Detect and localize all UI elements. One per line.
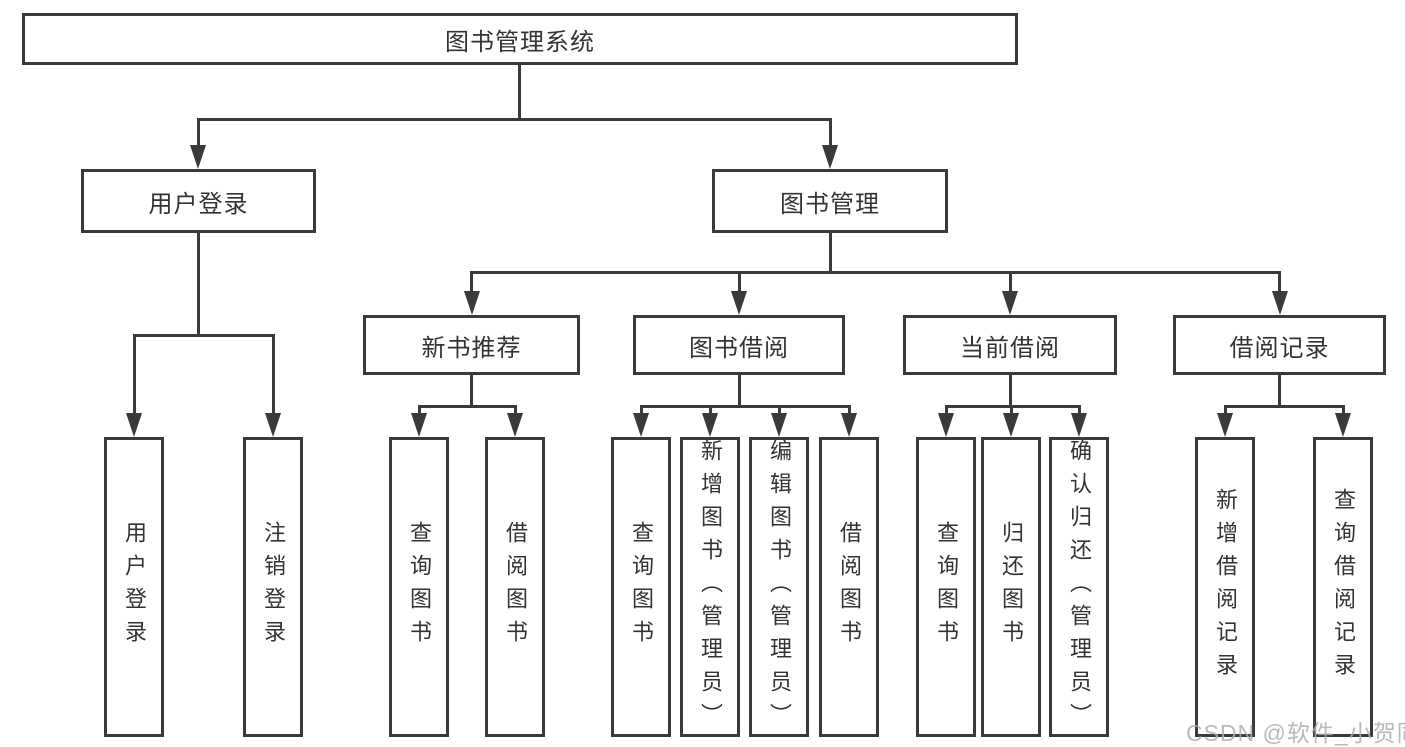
leaf-query-books-current: 查询图书 [916, 437, 976, 737]
leaf-edit-book-admin: 编辑图书（管理员） [749, 437, 809, 737]
connector-line [470, 375, 473, 408]
node-current-borrow-label: 当前借阅 [960, 334, 1060, 362]
connector-line [514, 405, 517, 417]
connector-line [1224, 405, 1227, 417]
connector-line [470, 271, 1281, 274]
leaf-query-books-borrow: 查询图书 [611, 437, 671, 737]
arrow-down-icon [938, 413, 954, 437]
connector-line [829, 118, 832, 150]
connector-line [1342, 405, 1345, 417]
connector-line [518, 63, 521, 121]
leaf-borrow-books: 借阅图书 [819, 437, 879, 737]
connector-line [418, 405, 517, 408]
connector-line [1078, 405, 1081, 417]
leaf-return-book: 归还图书 [981, 437, 1041, 737]
node-book-management: 图书管理 [712, 169, 948, 233]
arrow-down-icon [633, 413, 649, 437]
arrow-down-icon [822, 145, 838, 169]
leaf-confirm-return-admin-label: 确认归还（管理员） [1067, 438, 1092, 736]
connector-line [778, 405, 781, 417]
leaf-add-borrow-record-label: 新增借阅记录 [1213, 488, 1238, 686]
leaf-add-book-admin-label: 新增图书（管理员） [698, 438, 723, 736]
arrow-down-icon [464, 291, 480, 315]
connector-line [197, 118, 200, 150]
node-user-login-label: 用户登录 [148, 190, 249, 218]
connector-line [640, 405, 643, 417]
leaf-query-borrow-record: 查询借阅记录 [1313, 437, 1373, 737]
connector-line [197, 118, 832, 121]
connector-line [470, 271, 473, 293]
connector-line [1009, 375, 1012, 408]
connector-line [133, 334, 275, 337]
arrow-down-icon [1002, 291, 1018, 315]
leaf-confirm-return-admin: 确认归还（管理员） [1049, 437, 1109, 737]
watermark: CSDN @软件_小贺同学 [1186, 720, 1405, 746]
arrow-down-icon [126, 413, 142, 437]
node-root-label: 图书管理系统 [445, 28, 595, 56]
connector-line [945, 405, 948, 417]
arrow-down-icon [1217, 413, 1233, 437]
connector-line [738, 375, 741, 408]
node-root: 图书管理系统 [22, 13, 1018, 65]
leaf-user-login-label: 用户登录 [122, 521, 147, 653]
leaf-logout-label: 注销登录 [261, 521, 286, 653]
leaf-add-borrow-record: 新增借阅记录 [1195, 437, 1255, 737]
node-borrow-records-label: 借阅记录 [1229, 334, 1330, 362]
arrow-down-icon [771, 413, 787, 437]
connector-line [1278, 271, 1281, 293]
node-book-borrow: 图书借阅 [633, 315, 845, 375]
leaf-borrow-books-label: 借阅图书 [837, 521, 862, 653]
connector-line [709, 405, 712, 417]
arrow-down-icon [1071, 413, 1087, 437]
leaf-edit-book-admin-label: 编辑图书（管理员） [767, 438, 792, 736]
node-book-management-label: 图书管理 [780, 190, 880, 218]
node-current-borrow: 当前借阅 [903, 315, 1117, 375]
connector-line [1009, 271, 1012, 293]
arrow-down-icon [1335, 413, 1351, 437]
arrow-down-icon [507, 413, 523, 437]
arrow-down-icon [731, 291, 747, 315]
leaf-query-books-borrow-label: 查询图书 [629, 521, 654, 653]
leaf-borrow-books-recommend: 借阅图书 [485, 437, 545, 737]
leaf-return-book-label: 归还图书 [999, 521, 1024, 653]
arrow-down-icon [841, 413, 857, 437]
node-borrow-records: 借阅记录 [1173, 315, 1386, 375]
leaf-logout: 注销登录 [243, 437, 303, 737]
leaf-query-borrow-record-label: 查询借阅记录 [1331, 488, 1356, 686]
leaf-query-books-current-label: 查询图书 [934, 521, 959, 653]
leaf-query-books-recommend: 查询图书 [389, 437, 449, 737]
connector-line [640, 405, 851, 408]
arrow-down-icon [1272, 291, 1288, 315]
arrow-down-icon [1003, 413, 1019, 437]
leaf-borrow-books-recommend-label: 借阅图书 [503, 521, 528, 653]
connector-line [1278, 375, 1281, 408]
connector-line [272, 334, 275, 415]
leaf-add-book-admin: 新增图书（管理员） [680, 437, 740, 737]
arrow-down-icon [265, 413, 281, 437]
arrow-down-icon [190, 145, 206, 169]
connector-line [829, 233, 832, 274]
connector-line [848, 405, 851, 417]
connector-line [1010, 405, 1013, 417]
arrow-down-icon [702, 413, 718, 437]
connector-line [197, 233, 200, 336]
arrow-down-icon [411, 413, 427, 437]
node-new-book-recommend: 新书推荐 [363, 315, 580, 375]
connector-line [133, 334, 136, 415]
node-new-book-recommend-label: 新书推荐 [421, 334, 522, 362]
connector-line [945, 405, 1081, 408]
leaf-query-books-recommend-label: 查询图书 [407, 521, 432, 653]
connector-line [738, 271, 741, 293]
connector-line [418, 405, 421, 417]
connector-line [1224, 405, 1345, 408]
node-user-login: 用户登录 [81, 169, 316, 233]
node-book-borrow-label: 图书借阅 [689, 334, 789, 362]
leaf-user-login: 用户登录 [104, 437, 164, 737]
